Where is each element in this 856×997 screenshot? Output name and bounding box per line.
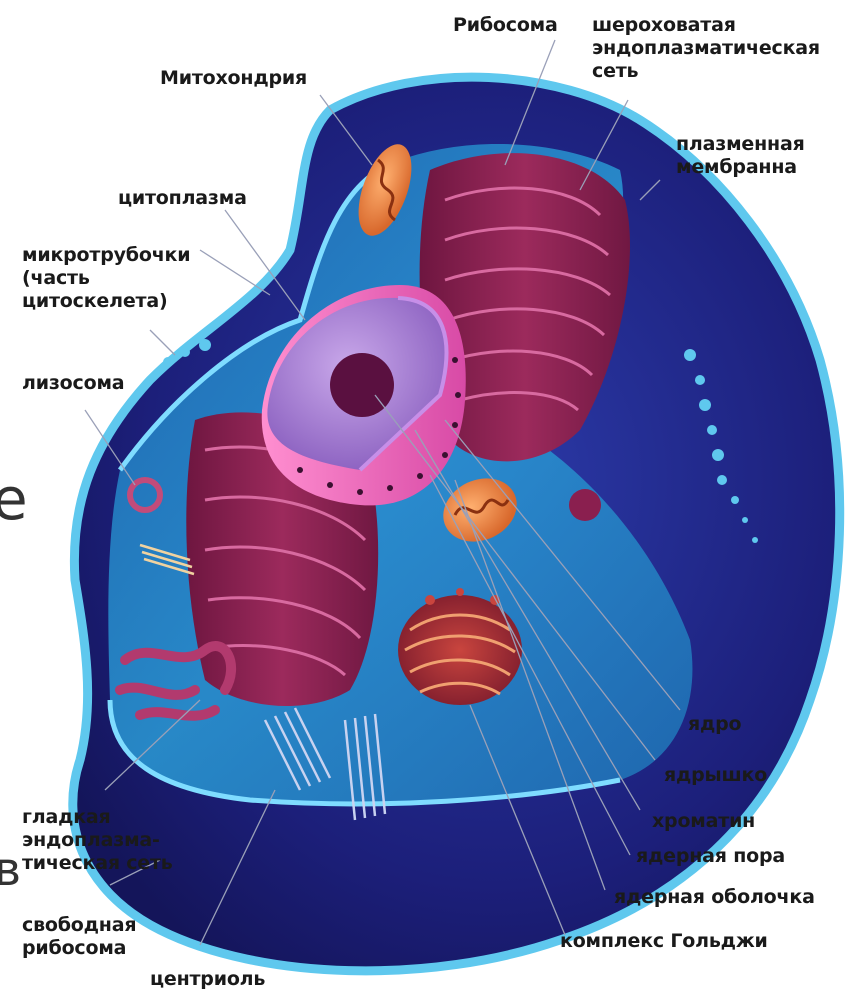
label-mitochondria: Митохондрия bbox=[160, 67, 307, 90]
fragment-letter-v: в bbox=[0, 846, 21, 892]
label-nucleolus: ядрышко bbox=[664, 764, 767, 787]
fragment-letter-e: е bbox=[0, 470, 28, 528]
label-nuclear-pore: ядерная пора bbox=[636, 845, 785, 868]
label-cytoplasm: цитоплазма bbox=[118, 187, 247, 210]
label-golgi: комплекс Гольджи bbox=[560, 930, 768, 953]
lysosome-right bbox=[569, 489, 601, 521]
label-smooth-er: гладкая эндоплазма- тическая сеть bbox=[22, 806, 173, 875]
label-free-ribosome: свободная рибосома bbox=[22, 914, 136, 960]
label-rough-er: шероховатая эндоплазматическая сеть bbox=[592, 14, 820, 83]
label-nuclear-envelope: ядерная оболочка bbox=[614, 886, 815, 909]
label-ribosome: Рибосома bbox=[453, 14, 558, 37]
label-lysosome: лизосома bbox=[22, 372, 124, 395]
label-plasma-membrane: плазменная мембранна bbox=[676, 133, 805, 179]
label-nucleus: ядро bbox=[688, 713, 741, 736]
label-chromatin: хроматин bbox=[652, 810, 755, 833]
label-centriole: центриоль bbox=[150, 968, 265, 991]
label-microtubules: микротрубочки (часть цитоскелета) bbox=[22, 244, 190, 313]
